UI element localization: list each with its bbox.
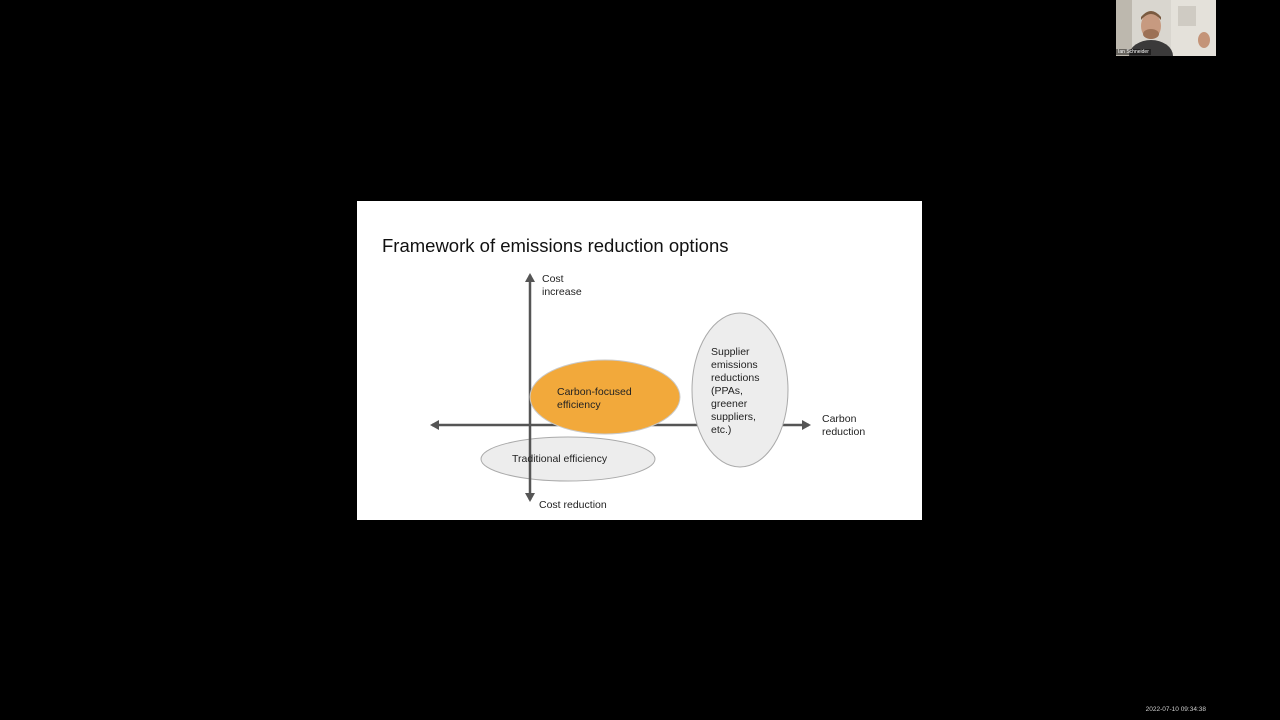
supplier-line-2: emissions	[711, 359, 758, 371]
y-axis-top-label: Cost increase	[542, 273, 582, 298]
supplier-line-5: greener	[711, 398, 748, 410]
participant-name: Ian Schneider	[1116, 49, 1151, 55]
supplier-line-6: suppliers,	[711, 411, 756, 423]
recording-timestamp: 2022-07-10 09:34:38	[1145, 706, 1206, 713]
supplier-line-7: etc.)	[711, 424, 731, 436]
carbon-focused-efficiency-region	[529, 359, 681, 435]
traditional-efficiency-label: Traditional efficiency	[512, 453, 608, 465]
carbon-focused-label: Carbon-focused efficiency	[557, 386, 635, 411]
y-axis-bottom-label: Cost reduction	[539, 499, 607, 511]
emissions-framework-diagram: Cost increase Cost reduction Carbon redu…	[430, 273, 865, 511]
carbon-focused-line-2: efficiency	[557, 399, 601, 411]
shared-slide: Framework of emissions reduction options	[357, 201, 922, 520]
supplier-line-1: Supplier	[711, 346, 750, 358]
supplier-line-3: reductions	[711, 372, 759, 384]
supplier-emissions-region	[691, 312, 789, 468]
x-right-line-2: reduction	[822, 426, 865, 438]
supplier-emissions-label: Supplier emissions reductions (PPAs, gre…	[711, 346, 762, 436]
x-right-line-1: Carbon	[822, 413, 857, 425]
carbon-focused-line-1: Carbon-focused	[557, 386, 632, 398]
x-axis-right-label: Carbon reduction	[822, 413, 865, 438]
slide-title: Framework of emissions reduction options	[382, 235, 729, 256]
supplier-line-4: (PPAs,	[711, 385, 743, 397]
participant-video-tile[interactable]: Ian Schneider	[1116, 0, 1216, 56]
participant-video-feed	[1116, 0, 1216, 56]
traditional-efficiency-region	[480, 436, 656, 482]
y-top-line-1: Cost	[542, 273, 564, 285]
y-top-line-2: increase	[542, 286, 582, 298]
